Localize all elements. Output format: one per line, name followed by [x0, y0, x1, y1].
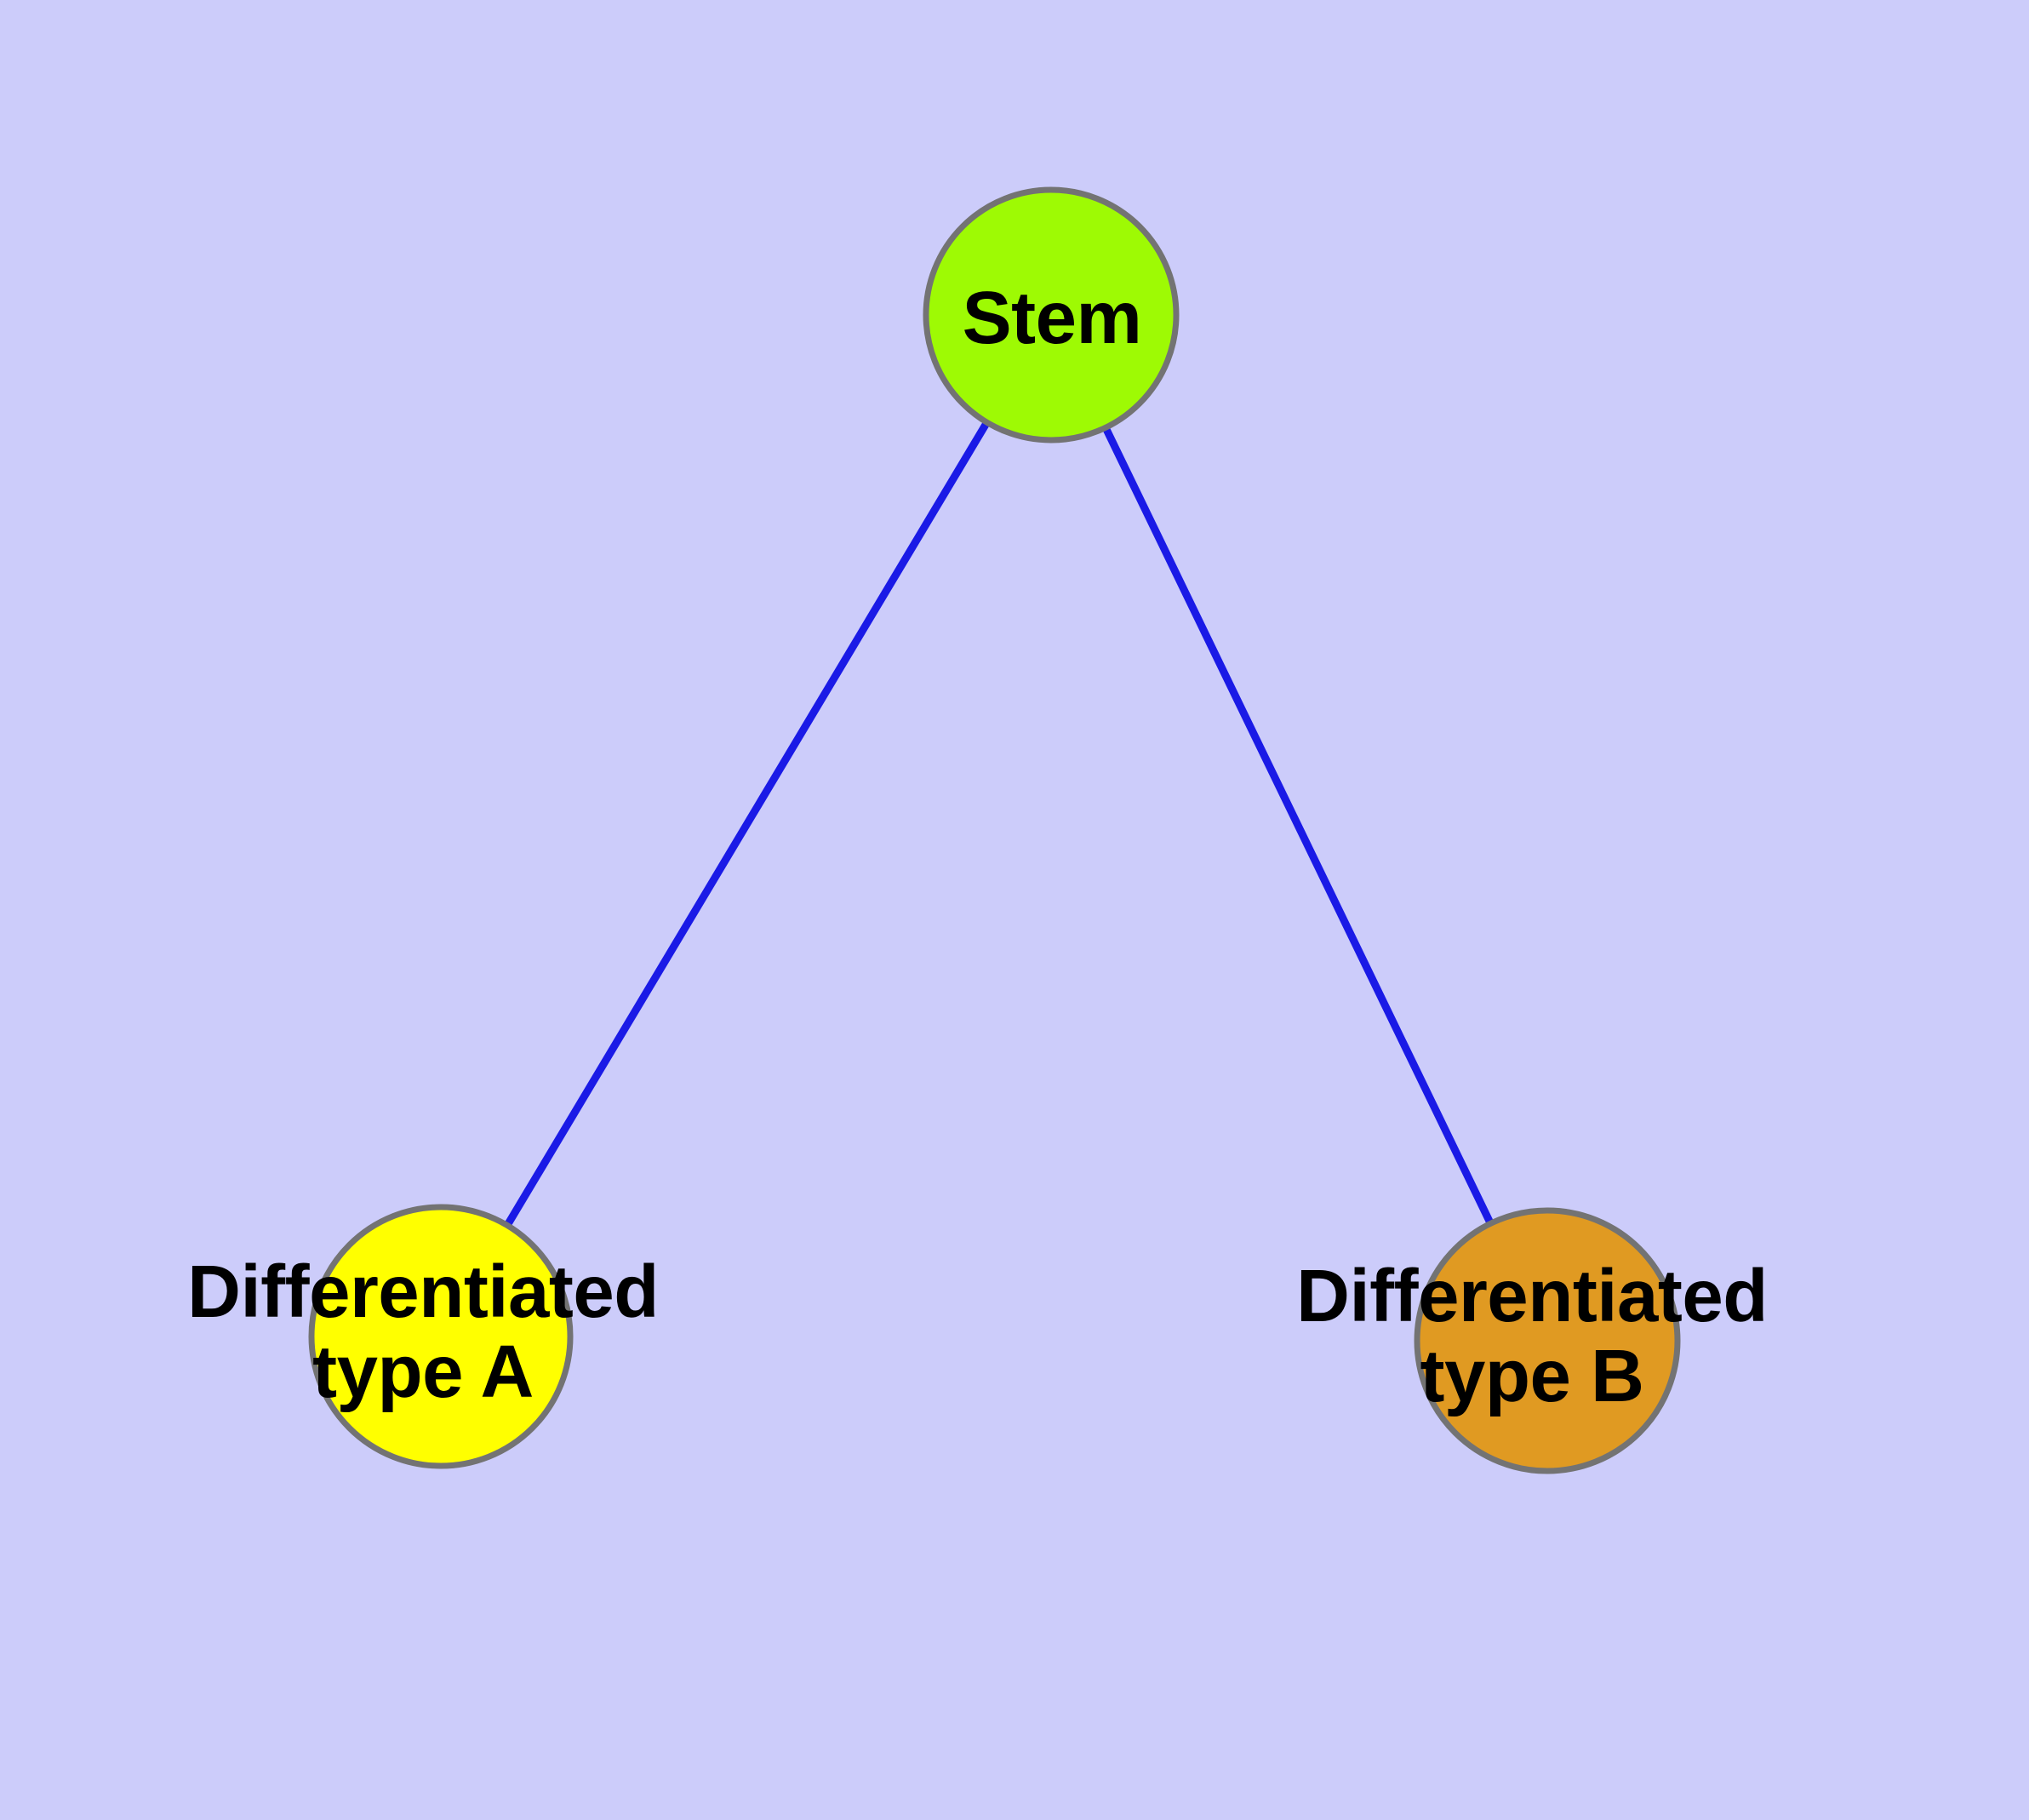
node-differentiated-type-b[interactable] [1414, 1207, 1681, 1474]
node-differentiated-type-a[interactable] [308, 1204, 574, 1469]
edge-stem-diff-a[interactable] [437, 312, 1055, 1339]
edge-stem-diff-b[interactable] [1047, 313, 1552, 1342]
edge-layer [437, 312, 1552, 1342]
node-layer [308, 186, 1681, 1474]
node-stem[interactable] [923, 186, 1180, 444]
